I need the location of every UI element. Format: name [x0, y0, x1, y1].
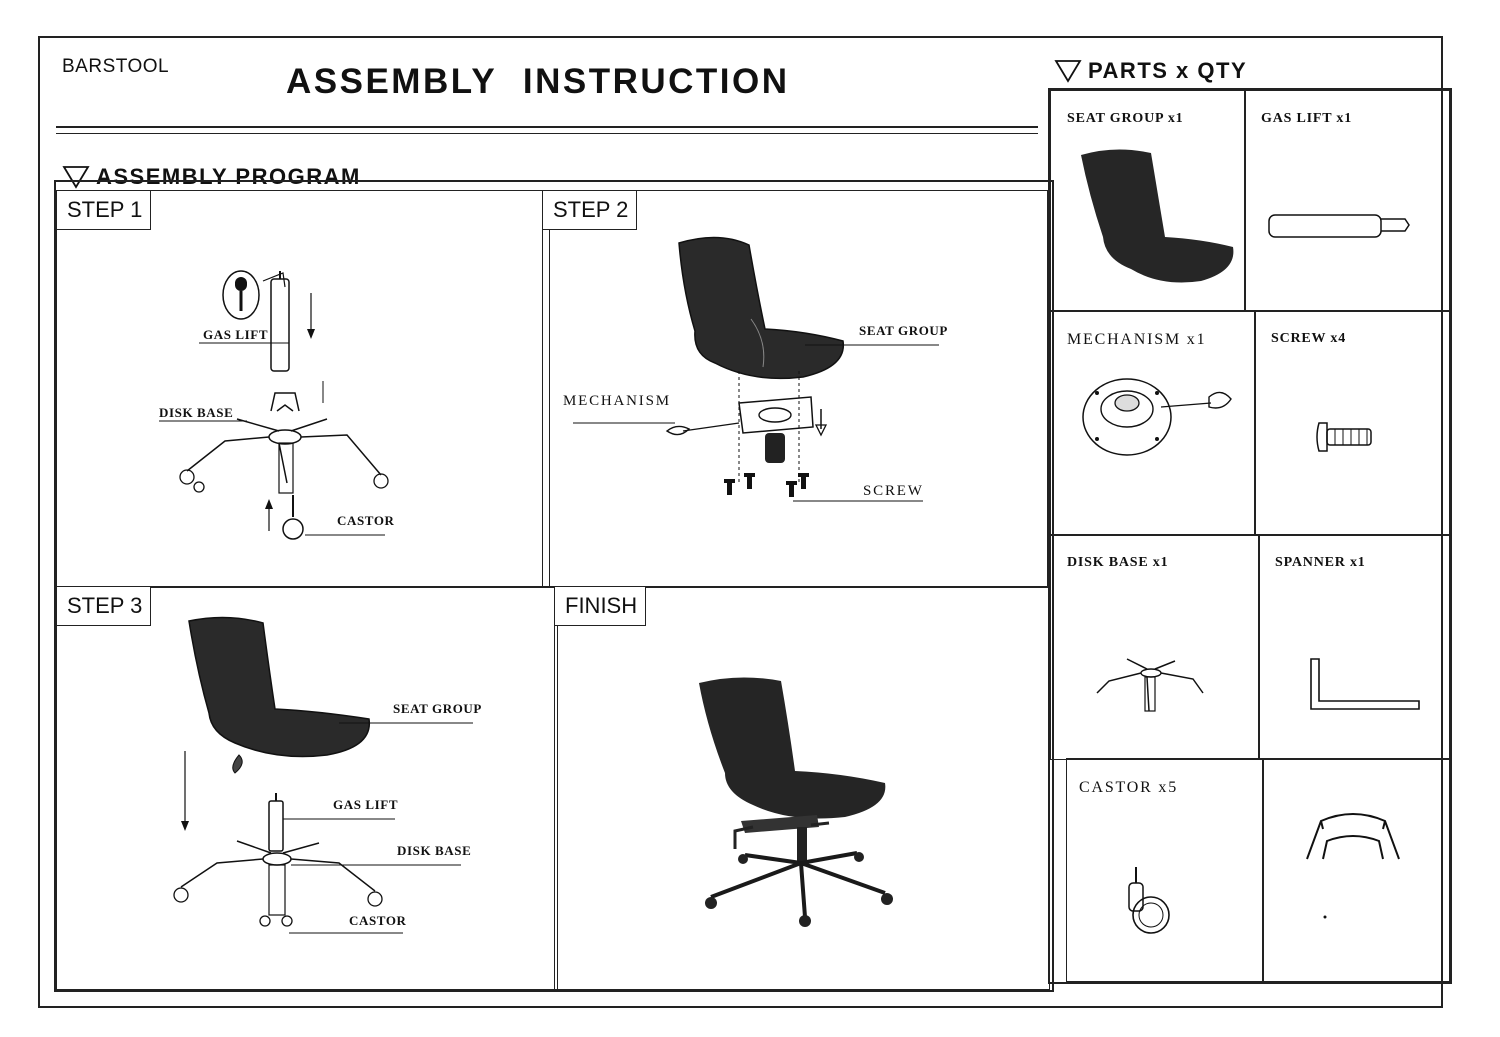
part-mechanism: MECHANISM x1	[1050, 310, 1256, 536]
assembly-program-heading: ASSEMBLY PROGRAM	[62, 164, 361, 190]
mechanism-icon	[1082, 378, 1232, 456]
part-castor: CASTOR x5	[1066, 758, 1264, 982]
part-spanner: SPANNER x1	[1258, 534, 1450, 760]
callout-disk-base: DISK BASE	[159, 405, 234, 420]
finished-chair-image	[699, 677, 893, 927]
base-sleeve-icon	[1306, 813, 1400, 919]
callout-seat-group: SEAT GROUP	[393, 701, 482, 716]
parts-grid: SEAT GROUP x1 GAS LIFT x1 MECHANISM x1 S…	[1048, 88, 1452, 984]
gas-lift-icon	[1268, 214, 1410, 238]
step-2-panel: STEP 2	[542, 190, 1048, 588]
step-3-diagram	[173, 616, 473, 934]
part-disk-base: DISK BASE x1	[1050, 534, 1260, 760]
part-label: CASTOR x5	[1079, 779, 1179, 796]
step-1-panel: STEP 1	[56, 190, 550, 588]
part-label: SPANNER x1	[1275, 555, 1366, 570]
callout-castor: CASTOR	[337, 513, 395, 528]
part-label: GAS LIFT x1	[1261, 111, 1353, 126]
screw-icon	[1316, 422, 1372, 452]
page-title: ASSEMBLY INSTRUCTION	[286, 62, 790, 101]
parts-heading: PARTS x QTY	[1054, 58, 1247, 84]
step-1-diagram	[159, 270, 389, 540]
assembly-steps-grid: STEP 1	[54, 180, 1054, 992]
step-3-label: STEP 3	[57, 587, 152, 626]
part-base-sleeve	[1262, 758, 1450, 982]
assembly-program-title: ASSEMBLY PROGRAM	[96, 164, 361, 189]
callout-screw: SCREW	[863, 483, 924, 499]
callout-mechanism: MECHANISM	[563, 393, 671, 409]
part-gas-lift: GAS LIFT x1	[1244, 90, 1450, 312]
triangle-down-icon	[62, 166, 90, 189]
callout-seat-group: SEAT GROUP	[859, 323, 948, 338]
part-label: SCREW x4	[1271, 331, 1346, 346]
callout-castor: CASTOR	[349, 913, 407, 928]
finish-panel: FINISH	[554, 586, 1050, 990]
castor-icon	[1128, 867, 1170, 934]
step-3-panel: STEP 3 SEAT GROUP GAS LIFT DISK	[56, 586, 558, 990]
part-screw: SCREW x4	[1254, 310, 1450, 536]
parts-title: PARTS x QTY	[1088, 58, 1248, 83]
part-label: MECHANISM x1	[1067, 331, 1207, 348]
spanner-icon	[1310, 658, 1420, 710]
callout-gas-lift: GAS LIFT	[203, 327, 269, 342]
step-2-diagram	[573, 236, 939, 502]
step-2-label: STEP 2	[543, 191, 638, 230]
part-label: DISK BASE x1	[1067, 555, 1169, 570]
disk-base-icon	[1096, 658, 1204, 712]
seat-group-icon	[1081, 149, 1234, 283]
part-label: SEAT GROUP x1	[1067, 111, 1184, 126]
callout-disk-base: DISK BASE	[397, 843, 472, 858]
finish-label: FINISH	[555, 587, 647, 626]
triangle-down-icon	[1054, 60, 1082, 83]
title-rule	[56, 126, 1038, 128]
callout-gas-lift: GAS LIFT	[333, 797, 399, 812]
title-rule-thin	[56, 133, 1038, 134]
brand-label: BARSTOOL	[62, 56, 170, 77]
instruction-sheet	[38, 36, 1443, 1008]
part-seat-group: SEAT GROUP x1	[1050, 90, 1246, 312]
step-1-label: STEP 1	[57, 191, 152, 230]
